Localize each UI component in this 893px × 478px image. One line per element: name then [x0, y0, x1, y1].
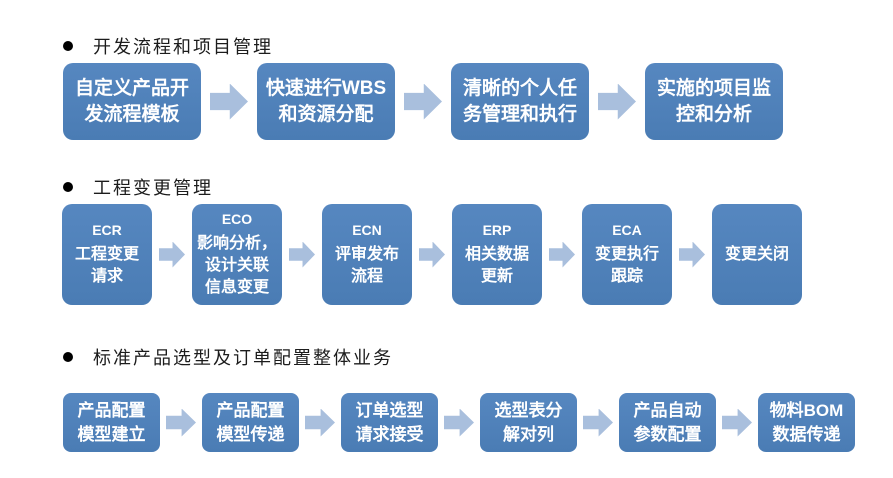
- right-arrow-icon: [159, 241, 185, 268]
- process-step-box: ECO 影响分析， 设计关联信息变更: [192, 204, 282, 305]
- bullet-icon: [63, 41, 73, 51]
- step-label-line: 自定义产品开: [74, 77, 189, 99]
- process-flow-row: ECR 工程变更请求 ECO 影响分析， 设计关联信息变更 ECN 评审发布流程 ERP 相关数…: [62, 204, 802, 305]
- step-acronym: ECA: [612, 222, 642, 238]
- step-label-line: 请求接受: [355, 424, 424, 444]
- step-label-line: 产品自动: [633, 400, 702, 420]
- process-step-box: ECR 工程变更请求: [62, 204, 152, 305]
- section-title: 开发流程和项目管理: [93, 37, 273, 57]
- right-arrow-icon: [289, 241, 315, 268]
- step-label-line: 信息变更: [204, 279, 269, 296]
- step-acronym: ECN: [352, 222, 382, 238]
- step-label-line: 影响分析，: [196, 235, 277, 252]
- step-label-line: 模型传递: [216, 424, 285, 444]
- process-step-box: 选型表分解对列: [480, 393, 577, 452]
- step-label-line: 清晰的个人任: [462, 77, 577, 99]
- step-acronym: ECR: [92, 222, 122, 238]
- process-step-box: 产品配置模型传递: [202, 393, 299, 452]
- step-label-line: 变更执行: [594, 246, 659, 263]
- step-acronym: ERP: [482, 222, 512, 238]
- step-label-line: 快速进行WBS: [265, 77, 387, 99]
- step-label-line: 实施的项目监: [656, 77, 771, 99]
- right-arrow-icon: [583, 408, 613, 437]
- right-arrow-icon: [549, 241, 575, 268]
- process-step-box: 产品配置模型建立: [63, 393, 160, 452]
- step-label-line: 务管理和执行: [462, 103, 577, 125]
- bullet-icon: [63, 352, 73, 362]
- step-label-line: 和资源分配: [278, 103, 374, 125]
- process-step-box: 清晰的个人任务管理和执行: [451, 63, 589, 140]
- right-arrow-icon: [419, 241, 445, 268]
- step-label-line: 更新: [480, 268, 513, 285]
- right-arrow-icon: [722, 408, 752, 437]
- step-label-line: 选型表分: [494, 400, 563, 420]
- process-flow-row: 产品配置模型建立产品配置模型传递订单选型请求接受选型表分解对列产品自动参数配置物…: [63, 393, 855, 452]
- step-label-line: 变更关闭: [724, 245, 789, 263]
- process-step-box: ECA 变更执行跟踪: [582, 204, 672, 305]
- step-label-line: 跟踪: [610, 268, 643, 285]
- process-step-box: 变更关闭: [712, 204, 802, 305]
- right-arrow-icon: [305, 408, 335, 437]
- step-label-line: 物料BOM: [769, 400, 844, 420]
- step-label-line: 工程变更: [74, 246, 139, 263]
- section-header-product-configuration: 标准产品选型及订单配置整体业务: [63, 344, 393, 370]
- section-title: 标准产品选型及订单配置整体业务: [93, 348, 393, 368]
- step-label-line: 流程: [350, 268, 383, 285]
- process-step-box: ERP 相关数据更新: [452, 204, 542, 305]
- right-arrow-icon: [166, 408, 196, 437]
- process-step-box: ECN 评审发布流程: [322, 204, 412, 305]
- step-label-line: 参数配置: [633, 424, 702, 444]
- right-arrow-icon: [210, 83, 248, 120]
- process-step-box: 自定义产品开发流程模板: [63, 63, 201, 140]
- right-arrow-icon: [444, 408, 474, 437]
- step-label-line: 订单选型: [355, 400, 424, 420]
- step-label-line: 相关数据: [464, 246, 529, 263]
- step-label-line: 发流程模板: [84, 103, 180, 125]
- step-label-line: 数据传递: [772, 424, 841, 444]
- right-arrow-icon: [598, 83, 636, 120]
- step-label-line: 解对列: [503, 424, 554, 444]
- process-step-box: 产品自动参数配置: [619, 393, 716, 452]
- right-arrow-icon: [404, 83, 442, 120]
- step-label-line: 控和分析: [675, 103, 752, 125]
- process-step-box: 物料BOM 数据传递: [758, 393, 855, 452]
- process-step-box: 实施的项目监控和分析: [645, 63, 783, 140]
- step-label-line: 模型建立: [77, 424, 146, 444]
- bullet-icon: [63, 182, 73, 192]
- section-header-engineering-change: 工程变更管理: [63, 174, 213, 200]
- step-label-line: 设计关联: [204, 257, 269, 274]
- section-header-dev-process: 开发流程和项目管理: [63, 33, 273, 59]
- step-label-line: 产品配置: [216, 400, 285, 420]
- step-label-line: 请求: [90, 268, 123, 285]
- process-step-box: 快速进行WBS 和资源分配: [257, 63, 395, 140]
- section-title: 工程变更管理: [93, 178, 213, 198]
- step-label-line: 评审发布: [334, 246, 399, 263]
- step-acronym: ECO: [221, 211, 253, 227]
- step-label-line: 产品配置: [77, 400, 146, 420]
- right-arrow-icon: [679, 241, 705, 268]
- process-step-box: 订单选型请求接受: [341, 393, 438, 452]
